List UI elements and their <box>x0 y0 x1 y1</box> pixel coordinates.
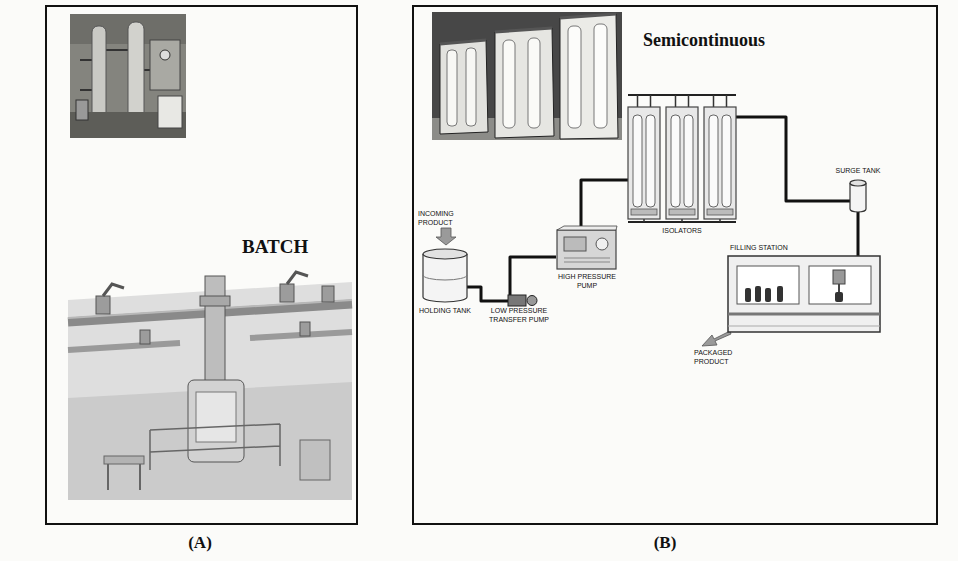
flow-label: INCOMING PRODUCT <box>418 210 464 227</box>
part-label: HOLDING TANK <box>416 307 474 316</box>
semicontinuous-photo <box>432 12 622 140</box>
pipe-line <box>740 117 832 201</box>
transfer-pump: LOW PRESSURE TRANSFER PUMP <box>488 292 550 328</box>
panel-box: SemicontinuousHOLDING TANK LOW PRESSURE T… <box>412 5 938 525</box>
pipe-line <box>581 180 624 225</box>
surge-tank: SURGE TANK <box>832 165 884 217</box>
pipe-line <box>857 217 860 242</box>
batch-illustration <box>68 272 352 500</box>
label-holder: PACKAGED PRODUCT <box>694 349 744 366</box>
part-label: SURGE TANK <box>832 167 884 176</box>
flow-label: PACKAGED PRODUCT <box>694 349 744 366</box>
pipe-line <box>474 287 488 301</box>
part-label: LOW PRESSURE TRANSFER PUMP <box>488 307 550 324</box>
isolators: ISOLATORS <box>624 85 740 243</box>
panel-box: BATCH <box>45 5 358 525</box>
panel-letter: (B) <box>635 533 695 553</box>
panel-heading: Semicontinuous <box>643 30 765 51</box>
holding-tank: HOLDING TANK <box>416 245 474 321</box>
panel-heading: BATCH <box>242 236 308 258</box>
part-label: FILLING STATION <box>730 244 883 253</box>
high-pressure-pump: HIGH PRESSURE PUMP <box>556 225 618 291</box>
panel-letter: (A) <box>170 533 230 553</box>
shape-figure <box>624 85 740 243</box>
label-holder: (A) <box>170 533 230 553</box>
flow-arrows <box>436 228 731 346</box>
label-holder: (B) <box>635 533 695 553</box>
batch-photo <box>70 14 186 138</box>
pipe-line <box>510 257 556 292</box>
label-holder: INCOMING PRODUCT <box>418 210 464 227</box>
part-label: HIGH PRESSURE PUMP <box>556 273 618 290</box>
shape-figure <box>725 242 883 338</box>
part-label: ISOLATORS <box>624 227 740 236</box>
shape-figure <box>556 225 618 291</box>
filling-station: FILLING STATION <box>725 242 883 338</box>
